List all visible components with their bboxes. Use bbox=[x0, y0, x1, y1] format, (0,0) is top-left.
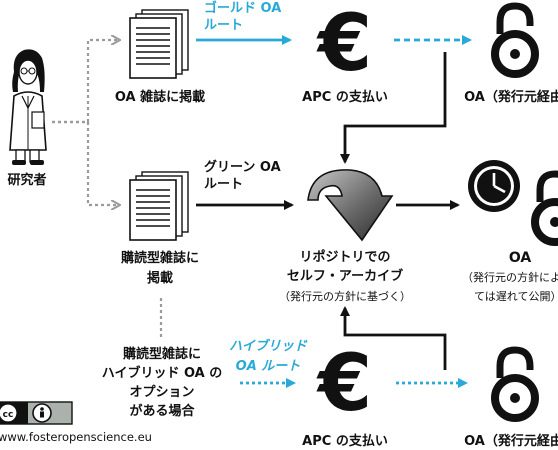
researcher-icon bbox=[9, 49, 47, 165]
curved-arrow-icon bbox=[307, 169, 394, 242]
gold-route-label-2: ルート bbox=[204, 18, 243, 33]
footer-url: www.fosteropenscience.eu bbox=[0, 430, 152, 444]
researcher-label: 研究者 bbox=[7, 172, 46, 188]
hybrid-to-repository-arrow bbox=[340, 306, 447, 370]
hybrid-option-label-2: ハイブリッド OA の bbox=[102, 365, 223, 381]
gold-to-repository-arrow bbox=[340, 52, 447, 164]
researcher-connectors bbox=[52, 40, 163, 338]
oa-middle-label-1: OA bbox=[509, 250, 532, 266]
cc-by-icon: cc bbox=[0, 401, 73, 425]
oa-middle-label-2: （発行元の方針によっ bbox=[462, 270, 558, 284]
oa-journal-label: OA 雑誌に掲載 bbox=[115, 89, 205, 105]
document-stack-icon bbox=[129, 9, 189, 79]
oa-top-label: OA（発行元経由） bbox=[464, 89, 558, 105]
hybrid-option-label-1: 購読型雑誌に bbox=[122, 346, 201, 362]
gold-route-label-1: ゴールド OA bbox=[204, 0, 281, 16]
hybrid-route-label-2: OA ルート bbox=[236, 359, 301, 374]
hybrid-option-label-4: がある場合 bbox=[129, 403, 195, 419]
euro-icon: € bbox=[316, 0, 372, 89]
apc-bottom-label: APC の支払い bbox=[302, 433, 388, 449]
clock-icon bbox=[468, 160, 520, 212]
oa-bottom-label: OA（発行元経由） bbox=[464, 433, 558, 449]
subscription-journal-label-1: 購読型雑誌に bbox=[120, 250, 199, 266]
euro-icon: € bbox=[316, 339, 372, 429]
open-access-lock-icon bbox=[531, 170, 558, 246]
hybrid-route-label-1: ハイブリッド bbox=[229, 338, 308, 354]
document-stack-icon bbox=[129, 171, 189, 241]
repository-label-3: （発行元の方針に基づく） bbox=[279, 289, 411, 303]
green-route-label-1: グリーン OA bbox=[204, 159, 281, 175]
svg-text:cc: cc bbox=[3, 410, 14, 420]
repository-label-2: セルフ・アーカイブ bbox=[287, 268, 403, 284]
apc-top-label: APC の支払い bbox=[302, 89, 388, 105]
subscription-journal-label-2: 掲載 bbox=[147, 270, 173, 286]
green-route-label-2: ルート bbox=[204, 177, 243, 192]
open-access-lock-icon bbox=[491, 346, 539, 422]
oa-middle-label-3: ては遅れて公開） bbox=[474, 290, 558, 303]
hybrid-option-label-3: オプション bbox=[129, 385, 194, 400]
open-access-lock-icon bbox=[491, 2, 539, 78]
repository-label-1: リポジトリでの bbox=[299, 249, 390, 265]
